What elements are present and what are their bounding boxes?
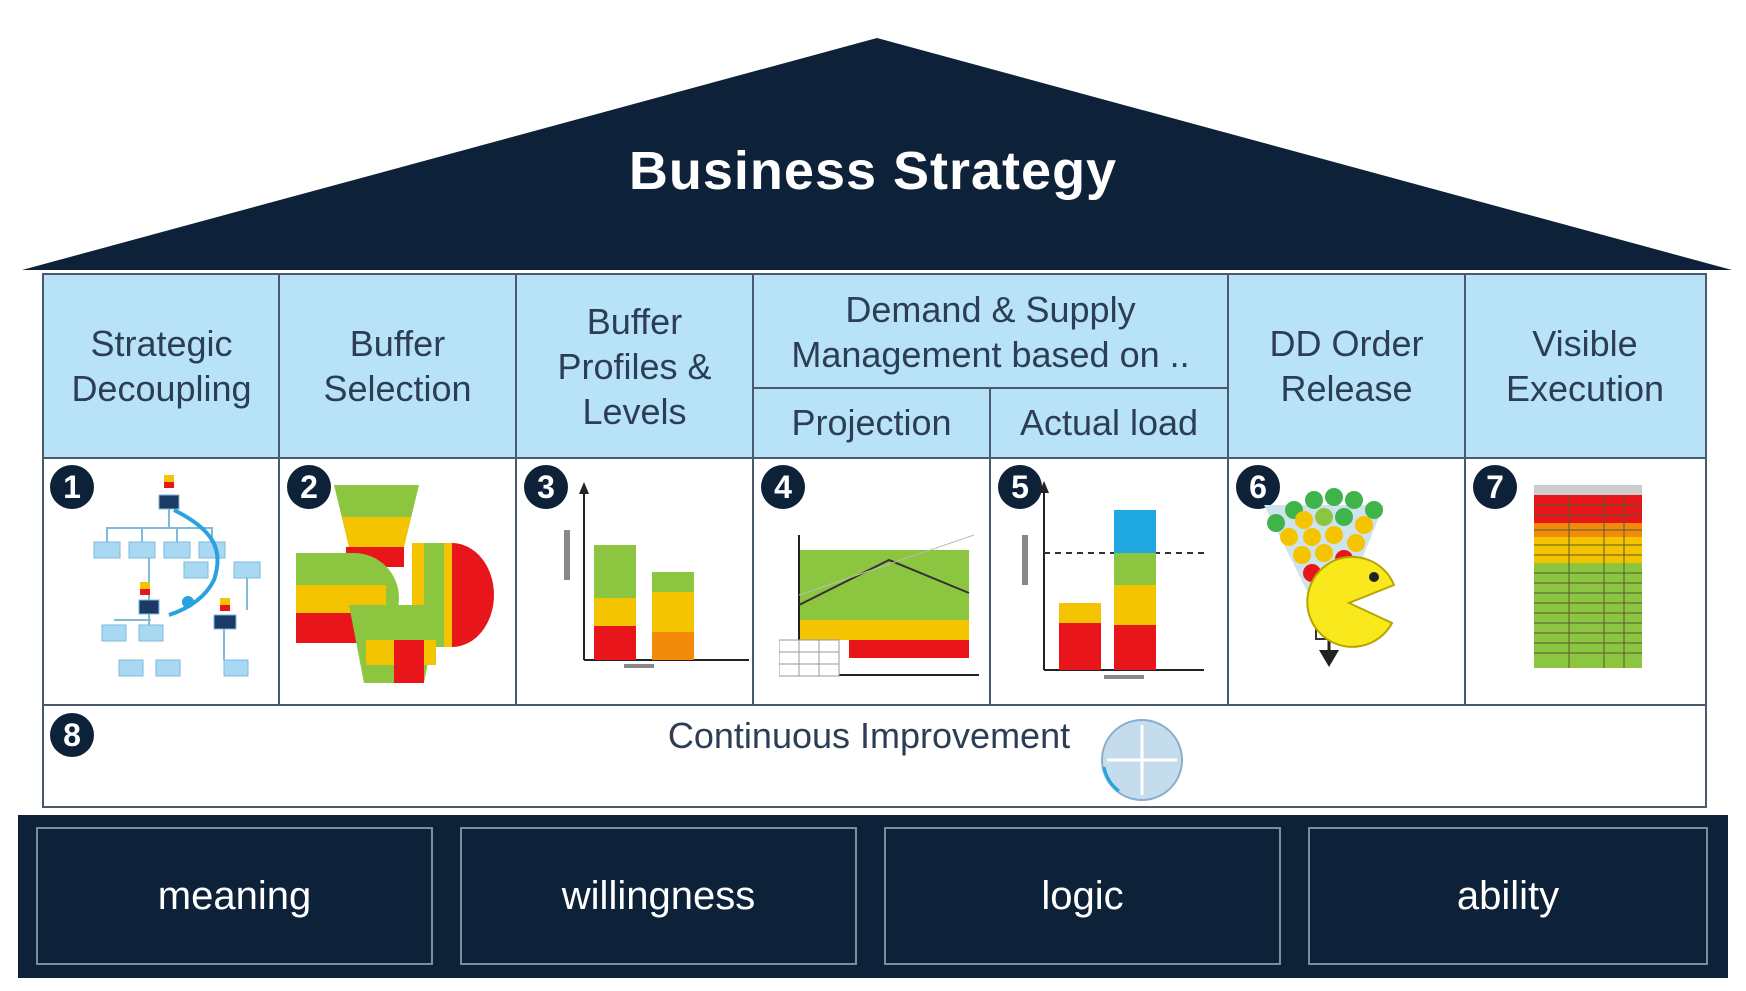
header-buffer-selection: Buffer Selection bbox=[279, 275, 516, 457]
step-badge-7: 7 bbox=[1473, 465, 1517, 509]
divider bbox=[515, 275, 517, 705]
pillar-logic: logic bbox=[884, 827, 1281, 965]
step-badge-6: 6 bbox=[1236, 465, 1280, 509]
buffer-selection-icon bbox=[296, 485, 494, 683]
execution-table-icon bbox=[1534, 485, 1642, 668]
buffer-profiles-chart-icon bbox=[564, 482, 749, 668]
pdca-cycle-icon bbox=[1101, 719, 1183, 801]
divider bbox=[753, 387, 1228, 389]
divider bbox=[989, 388, 991, 705]
header-strategic-decoupling: Strategic Decoupling bbox=[44, 275, 279, 457]
header-visible-execution: Visible Execution bbox=[1465, 275, 1705, 457]
divider bbox=[1464, 275, 1466, 705]
step-badge-3: 3 bbox=[524, 465, 568, 509]
step-badge-4: 4 bbox=[761, 465, 805, 509]
order-release-funnel-icon bbox=[1264, 488, 1396, 667]
decoupling-tree-icon bbox=[93, 475, 261, 677]
step-badge-2: 2 bbox=[287, 465, 331, 509]
continuous-improvement-label: Continuous Improvement bbox=[667, 715, 1071, 756]
step-badge-8: 8 bbox=[50, 713, 94, 757]
framework-grid: Strategic Decoupling Buffer Selection Bu… bbox=[42, 273, 1707, 808]
divider bbox=[752, 275, 754, 705]
header-buffer-profiles: Buffer Profiles & Levels bbox=[516, 275, 753, 457]
header-demand-supply: Demand & Supply Management based on .. bbox=[753, 275, 1228, 388]
step-badge-5: 5 bbox=[998, 465, 1042, 509]
roof bbox=[22, 38, 1732, 270]
projection-chart-icon bbox=[779, 534, 979, 677]
header-dd-order-release: DD Order Release bbox=[1228, 275, 1465, 457]
foundation: meaning willingness logic ability bbox=[18, 815, 1728, 978]
divider bbox=[44, 457, 1705, 459]
step-badge-1: 1 bbox=[50, 465, 94, 509]
divider bbox=[44, 704, 1705, 706]
pillar-willingness: willingness bbox=[460, 827, 857, 965]
pillar-ability: ability bbox=[1308, 827, 1708, 965]
actual-load-chart-icon bbox=[1022, 481, 1204, 679]
header-projection: Projection bbox=[753, 388, 990, 457]
header-actual-load: Actual load bbox=[990, 388, 1228, 457]
roof-title: Business Strategy bbox=[628, 141, 1118, 201]
divider bbox=[1227, 275, 1229, 705]
divider bbox=[278, 275, 280, 705]
pillar-meaning: meaning bbox=[36, 827, 433, 965]
